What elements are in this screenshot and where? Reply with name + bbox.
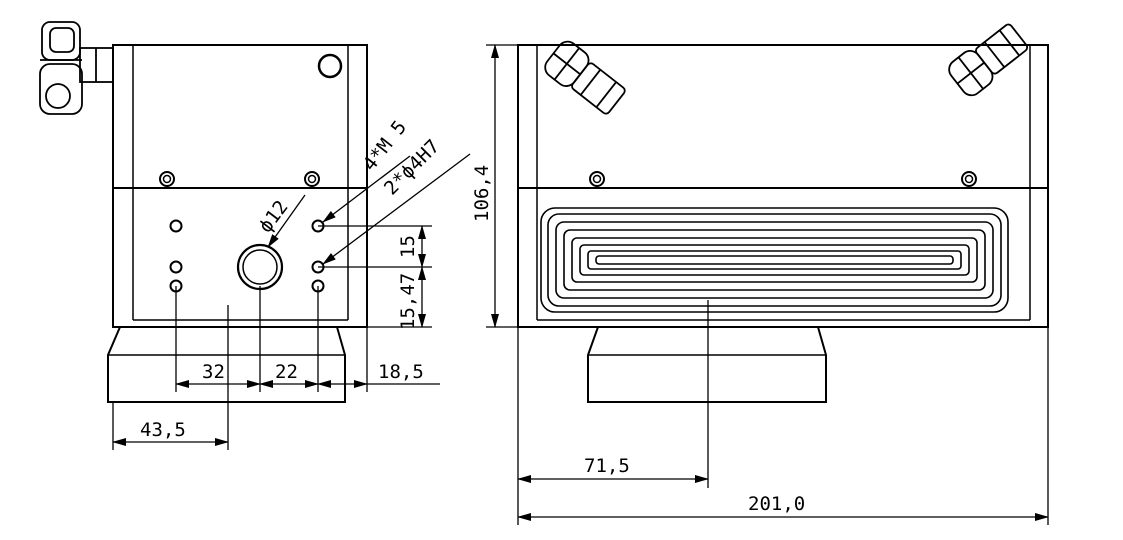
side-screw-right-icon	[304, 171, 320, 187]
dim-22: 22	[275, 361, 298, 383]
side-hole-left-top	[169, 219, 183, 233]
side-view	[39, 21, 368, 403]
dim-diameter-12: ϕ12	[254, 196, 292, 237]
dim-201-0: 201,0	[748, 493, 805, 515]
side-base-block	[107, 326, 346, 403]
side-screw-left-icon	[159, 171, 175, 187]
top-left-fitting-icon	[39, 21, 114, 115]
front-screw-right-icon	[961, 171, 977, 187]
dim-18-5: 18,5	[378, 361, 424, 383]
front-base-block	[587, 326, 827, 403]
side-body-outline	[112, 44, 368, 328]
dim-15: 15	[397, 235, 419, 258]
side-dimension-lines	[112, 153, 471, 450]
dim-43-5: 43,5	[140, 419, 186, 441]
front-right-fitting-icon	[948, 23, 1029, 97]
dim-71-5: 71,5	[584, 455, 630, 477]
gripper-slot-pattern	[540, 207, 1009, 313]
front-body-outline	[517, 44, 1049, 328]
front-dimension-lines	[486, 44, 1049, 525]
dim-15-47: 15,47	[397, 273, 419, 330]
dim-106-4: 106,4	[471, 165, 493, 222]
dim-32: 32	[202, 361, 225, 383]
front-left-fitting-icon	[544, 40, 626, 115]
side-upper-hole	[317, 53, 343, 79]
side-center-bore-outer	[236, 243, 284, 291]
side-hole-left-mid	[169, 260, 183, 274]
side-center-bore-inner	[242, 249, 278, 285]
front-screw-left-icon	[589, 171, 605, 187]
front-view	[517, 23, 1049, 403]
